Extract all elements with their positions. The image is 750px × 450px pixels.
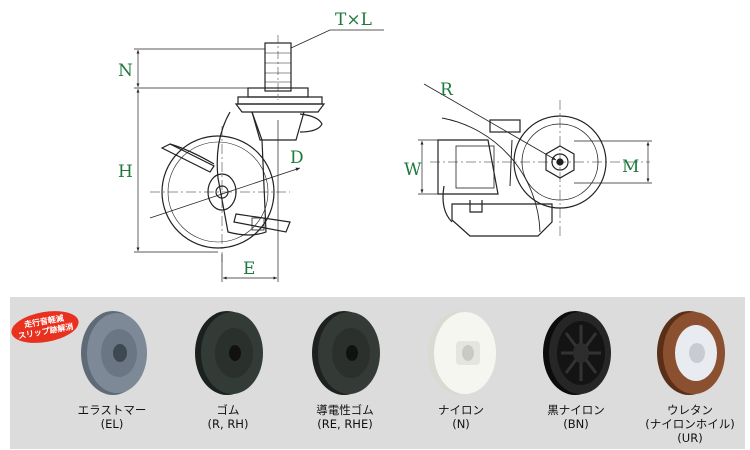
technical-drawing: T×L N H D E R W M xyxy=(118,10,652,282)
dim-label-w: W xyxy=(404,160,422,180)
wheel-image-urethane-icon xyxy=(657,311,725,395)
dim-label-d: D xyxy=(290,148,304,168)
dim-label-m: M xyxy=(622,157,639,177)
top-view-dimensions xyxy=(418,139,652,195)
wheel-conductive-rubber: 導電性ゴム(RE, RHE) xyxy=(290,301,400,446)
wheel-code-black-nylon: (BN) xyxy=(563,417,589,431)
dim-label-h: H xyxy=(118,162,133,182)
wheel-code-urethane: (ナイロンホイル) xyxy=(645,417,735,431)
wheel-code-rubber: (R, RH) xyxy=(207,417,249,431)
dim-label-r: R xyxy=(440,80,454,100)
noise-reduction-badge: 走行音軽減 スリップ跡解消 xyxy=(11,311,79,343)
wheel-name-conductive-rubber: 導電性ゴム xyxy=(316,403,374,417)
wheel-name-rubber: ゴム xyxy=(216,403,240,417)
wheel-name-urethane: ウレタン xyxy=(667,403,713,417)
dim-label-thread: T×L xyxy=(335,10,372,30)
wheel-image-black-nylon-icon xyxy=(543,311,611,395)
side-view-dimensions xyxy=(134,29,384,282)
wheel-nylon: ナイロン(N) xyxy=(406,301,516,446)
wheel-elastomer: エラストマー(EL) xyxy=(57,301,167,446)
wheel-code-elastomer: (EL) xyxy=(100,417,124,431)
wheel-image-nylon-icon xyxy=(428,311,496,395)
wheel-name-elastomer: エラストマー xyxy=(77,403,147,417)
top-view-drawing xyxy=(423,83,650,237)
side-view-drawing xyxy=(149,35,326,262)
wheel-code-nylon: (N) xyxy=(452,417,470,431)
wheel-image-elastomer-icon xyxy=(81,311,147,395)
wheel-name-nylon: ナイロン xyxy=(438,403,484,417)
wheel-black-nylon: 黒ナイロン(BN) xyxy=(521,301,631,446)
dim-label-e: E xyxy=(243,259,255,279)
wheel-image-conductive-rubber-icon xyxy=(312,311,380,395)
wheel-name-black-nylon: 黒ナイロン xyxy=(547,403,605,417)
wheel-urethane: ウレタン(ナイロンホイル)(UR) xyxy=(635,301,745,446)
wheel-rubber: ゴム(R, RH) xyxy=(173,301,283,446)
dim-label-n: N xyxy=(118,61,133,81)
wheel-code-conductive-rubber: (RE, RHE) xyxy=(317,417,373,431)
wheel-code2-urethane: (UR) xyxy=(677,431,703,445)
wheel-types-panel: 走行音軽減 スリップ跡解消 エラストマー(EL) ゴム(R, RH) 導電性ゴム… xyxy=(10,297,745,449)
wheel-image-rubber-icon xyxy=(195,311,263,395)
